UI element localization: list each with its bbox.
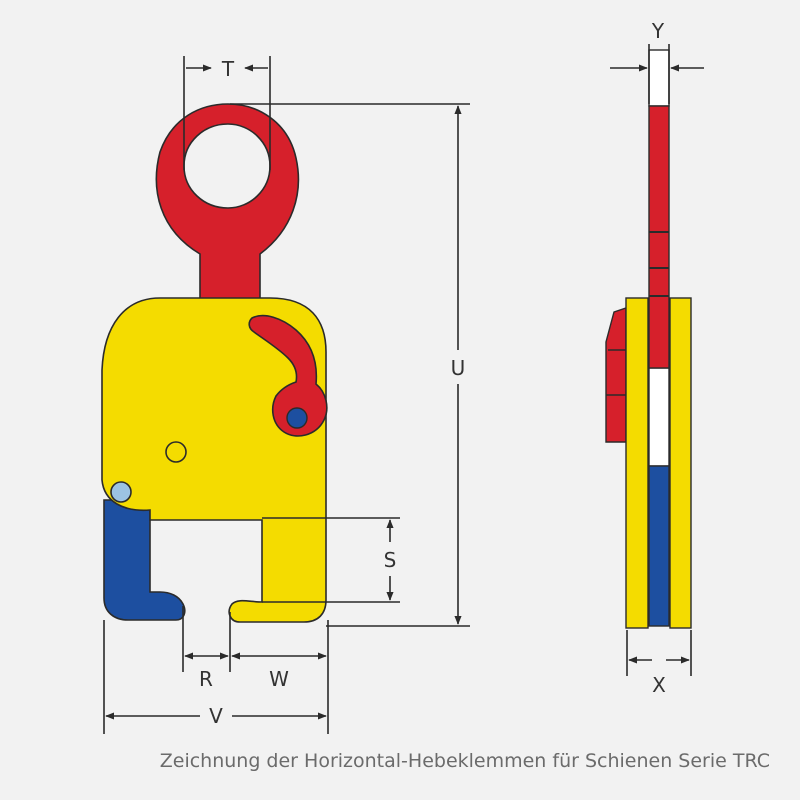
dim-label-r: R (199, 667, 213, 691)
light-pin (110, 481, 132, 503)
lifting-eye (155, 103, 300, 301)
side-jaw-blue (648, 465, 670, 627)
side-dimension-labels: Y X (651, 19, 666, 697)
shackle-top (648, 49, 670, 107)
front-dimension-labels: T U S R W V (199, 57, 465, 728)
dim-label-v: V (209, 704, 223, 728)
side-view (605, 49, 692, 629)
shackle-side (648, 105, 670, 369)
side-dimensions (610, 44, 704, 676)
lever-side (605, 307, 627, 443)
side-center-white (648, 367, 670, 467)
dim-label-u: U (451, 356, 466, 380)
dim-label-t: T (221, 57, 235, 81)
drawing-caption: Zeichnung der Horizontal-Hebeklemmen für… (159, 750, 770, 772)
side-plate-left (625, 297, 649, 629)
yellow-pin (165, 441, 187, 463)
cam-lever (248, 314, 328, 437)
dim-label-x: X (652, 673, 666, 697)
blue-jaw (103, 499, 186, 621)
dim-label-w: W (269, 667, 289, 691)
clamp-body (101, 297, 327, 623)
dim-label-s: S (384, 548, 397, 572)
side-plate-right (669, 297, 692, 629)
lever-pin (286, 407, 308, 429)
front-view (101, 103, 328, 623)
dim-label-y: Y (651, 19, 665, 43)
front-dimensions (103, 56, 470, 734)
